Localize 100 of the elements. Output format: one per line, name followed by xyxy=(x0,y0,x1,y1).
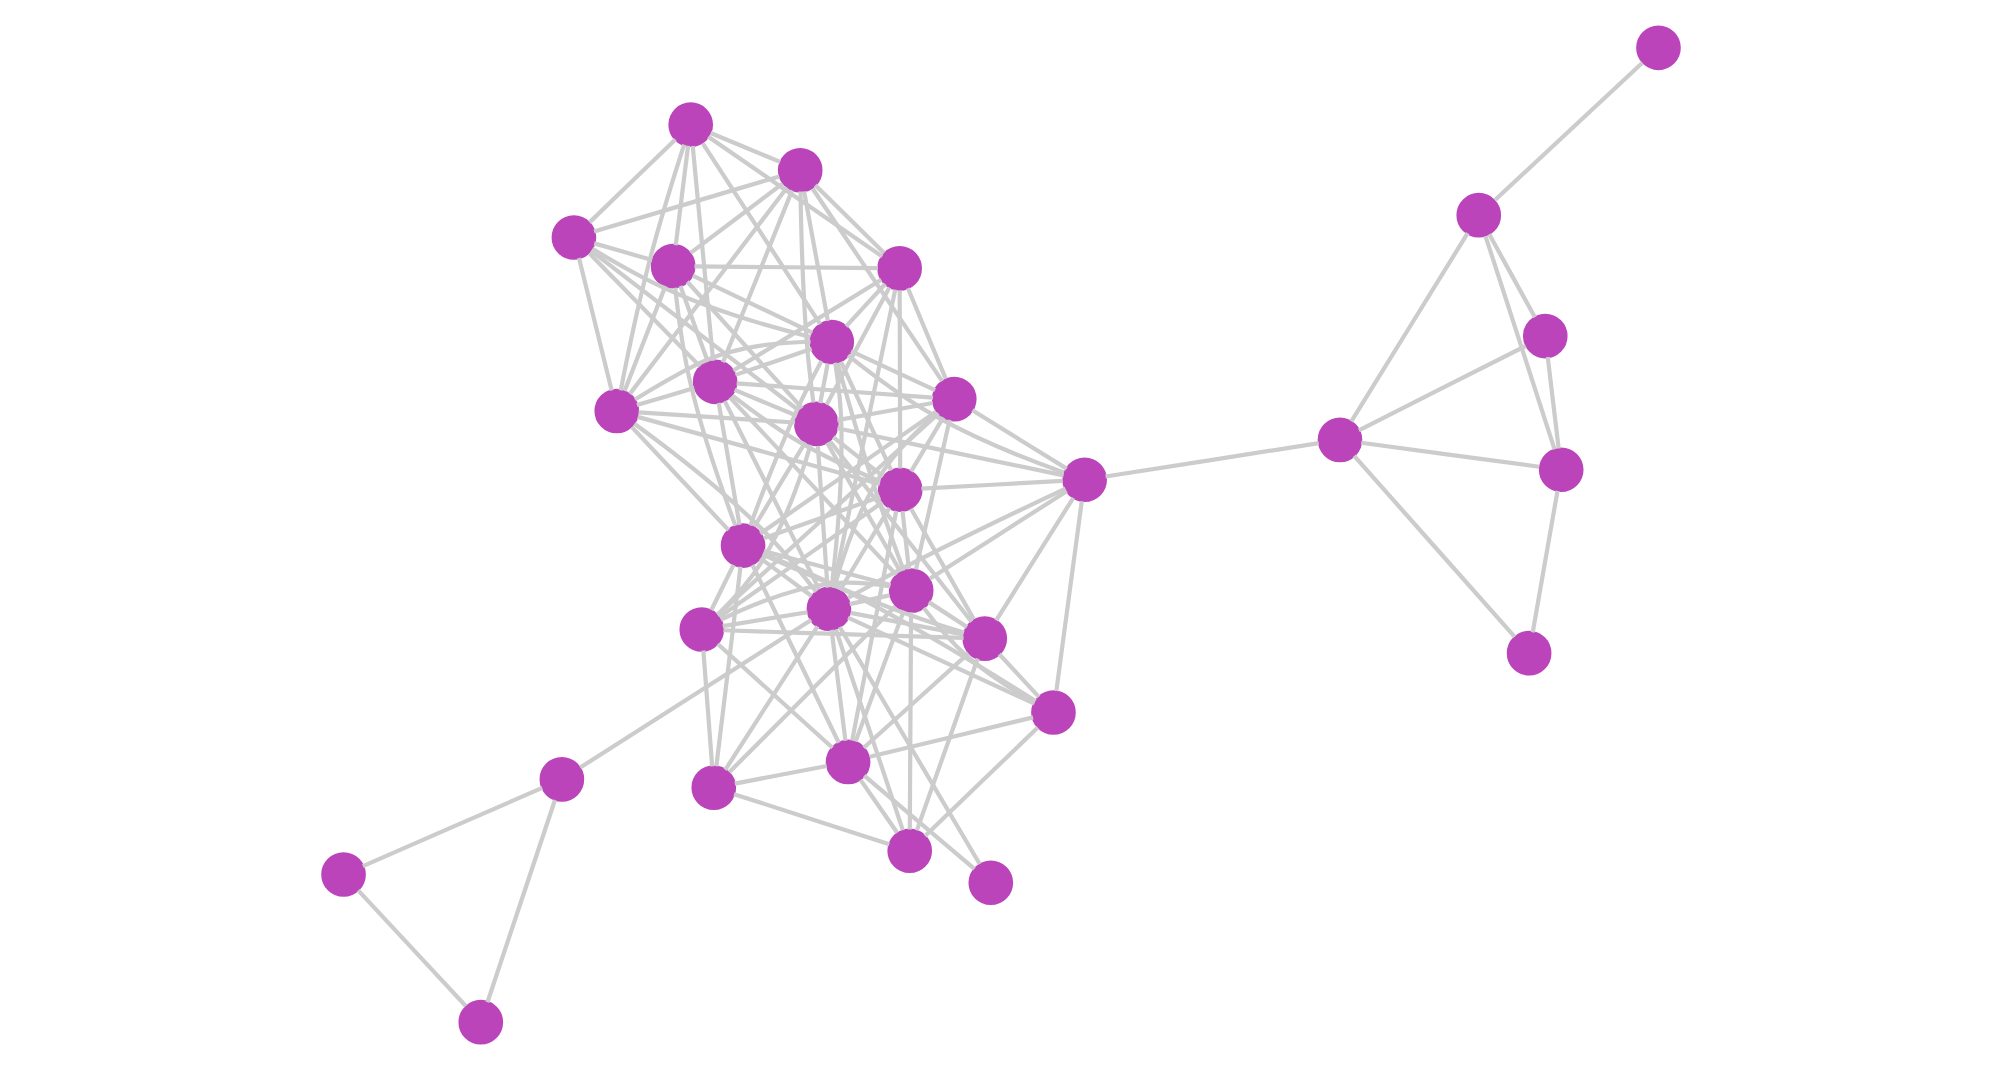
connector xyxy=(733,346,812,377)
connector xyxy=(834,362,905,572)
connector xyxy=(760,552,964,635)
connector xyxy=(592,241,652,263)
connector xyxy=(715,642,833,750)
connector xyxy=(688,181,783,255)
connector xyxy=(1348,232,1469,423)
connector xyxy=(749,564,840,744)
node-circle xyxy=(719,523,765,568)
connector xyxy=(812,183,885,255)
connector xyxy=(835,400,933,423)
connector xyxy=(635,386,694,408)
connector xyxy=(920,478,1062,491)
connector xyxy=(636,414,880,487)
connector xyxy=(722,628,963,641)
connector xyxy=(838,360,893,472)
connector xyxy=(722,625,819,771)
connector xyxy=(857,778,898,834)
connector xyxy=(632,339,810,402)
connector xyxy=(621,285,667,392)
connector xyxy=(832,628,904,831)
node-circle xyxy=(690,765,736,810)
connector xyxy=(824,441,902,573)
node-circle xyxy=(1635,25,1680,71)
connector xyxy=(1359,440,1539,469)
connector xyxy=(926,600,968,629)
connector xyxy=(1492,61,1643,202)
connector xyxy=(849,510,898,741)
connector xyxy=(627,186,788,396)
connector xyxy=(1104,441,1319,479)
connector xyxy=(996,652,1040,699)
connector xyxy=(1053,500,1083,692)
connector xyxy=(761,494,880,541)
connector xyxy=(835,426,1064,478)
node-circle xyxy=(1537,447,1583,493)
connector xyxy=(899,510,910,570)
node-circle xyxy=(1061,457,1106,503)
connector xyxy=(817,363,829,404)
node-circle xyxy=(550,215,596,260)
node-circle xyxy=(1521,313,1567,359)
connector xyxy=(708,563,735,611)
connector xyxy=(715,402,741,526)
connector xyxy=(727,396,897,577)
connector xyxy=(797,191,815,403)
connector xyxy=(684,280,803,410)
connector xyxy=(836,625,981,866)
connector xyxy=(845,353,1064,475)
connector xyxy=(590,247,810,339)
connector xyxy=(906,612,913,830)
connector xyxy=(689,145,715,361)
node-circle xyxy=(887,568,933,613)
connector xyxy=(708,131,780,164)
connector xyxy=(896,290,902,469)
node-circle xyxy=(691,359,737,405)
node-circle xyxy=(961,616,1007,661)
connector xyxy=(672,287,737,527)
connector xyxy=(1356,344,1526,433)
connector xyxy=(355,888,467,1008)
connector xyxy=(721,400,821,591)
connector xyxy=(861,651,969,750)
connector xyxy=(361,785,543,868)
connector xyxy=(588,249,800,413)
connector xyxy=(751,441,807,528)
connector xyxy=(578,618,812,770)
connector xyxy=(693,264,877,271)
node-circle xyxy=(793,401,838,447)
connector xyxy=(730,393,881,484)
connector xyxy=(617,144,686,391)
node-circle xyxy=(967,860,1013,906)
connector xyxy=(632,422,817,594)
connector xyxy=(762,549,891,588)
connector xyxy=(629,425,730,532)
connector xyxy=(904,287,947,380)
connector xyxy=(761,551,1036,703)
connector xyxy=(732,792,889,847)
connector xyxy=(809,187,943,383)
node-circle xyxy=(649,243,695,289)
connector xyxy=(700,142,821,326)
connector xyxy=(586,251,701,368)
node-circle xyxy=(824,739,870,785)
connector xyxy=(831,435,884,479)
connector xyxy=(706,135,883,259)
connector xyxy=(828,629,847,741)
connector xyxy=(719,580,890,622)
connector xyxy=(484,799,556,1003)
node-circle xyxy=(1505,630,1551,676)
connector xyxy=(677,285,709,363)
connector xyxy=(828,362,843,588)
connector xyxy=(830,289,897,588)
connector xyxy=(913,657,979,832)
connector xyxy=(849,349,935,393)
connector xyxy=(758,556,812,598)
connector xyxy=(861,774,975,871)
connector xyxy=(715,411,939,617)
connector xyxy=(721,610,807,629)
connector xyxy=(637,410,795,425)
connector xyxy=(1544,356,1560,449)
connector xyxy=(700,650,714,767)
connector xyxy=(927,489,1067,581)
connector xyxy=(690,273,813,335)
